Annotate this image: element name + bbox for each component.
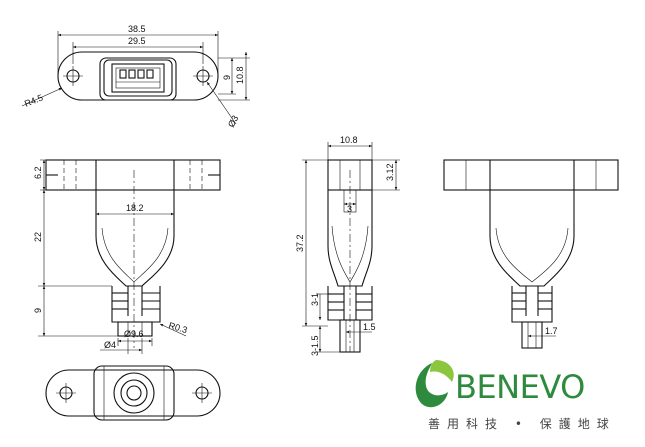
- dim-tail-radius: R0.3: [167, 320, 188, 335]
- top-shell-inner: [103, 59, 173, 97]
- dim-rib-pitch: 3-1: [310, 293, 320, 306]
- benevo-logo: BENEVO 善用科技 • 保護地球: [415, 360, 616, 431]
- dim-hole-spacing: 29.5: [128, 36, 146, 46]
- dim-height-inner: 9: [222, 75, 232, 80]
- right-ribs: [512, 286, 552, 316]
- front-rib-block: [111, 286, 161, 323]
- side-ribs: [328, 286, 372, 320]
- bottom-tail-outer: [113, 372, 155, 414]
- front-ribs: [112, 286, 160, 316]
- right-tail: [521, 321, 543, 349]
- side-tail: [339, 319, 361, 353]
- dim-flange-height: 6.2: [33, 166, 43, 179]
- dim-pin-width: 1.5: [363, 322, 376, 332]
- front-flange: [45, 159, 221, 191]
- front-body-outline: [95, 160, 175, 287]
- top-view: 38.5 29.5 9 10.8 R4.5 Ø3: [21, 24, 250, 129]
- top-shell-outline: [99, 57, 177, 101]
- dim-rib-tail: 3-1.5: [310, 335, 320, 356]
- usb-port-outline: [111, 63, 165, 93]
- dim-body-width: 18.2: [126, 203, 144, 213]
- dim-body-height: 22: [33, 232, 43, 242]
- right-flange: [443, 159, 619, 191]
- bottom-view: [45, 365, 221, 421]
- dim-overall-width: 38.5: [128, 24, 146, 34]
- bottom-tail-mid: [120, 379, 148, 407]
- right-view: 1.7: [443, 159, 619, 349]
- dim-hole-diameter: Ø3: [226, 114, 240, 129]
- dim-side-total: 37.2: [295, 234, 305, 252]
- right-rib-block: [511, 286, 553, 323]
- usb-port-inner: [115, 67, 161, 89]
- dim-height-outer: 10.8: [235, 66, 245, 84]
- dim-pin-width-right: 1.7: [545, 326, 558, 336]
- dim-tail-inner-diameter: Ø4: [104, 340, 116, 350]
- leaf-icon: [415, 360, 454, 408]
- dim-side-slot: 3: [347, 204, 352, 214]
- dim-corner-radius: R4.5: [23, 92, 44, 108]
- side-view: 10.8 3.12 3 37.2 3-1 3-1.5 1.5: [295, 135, 400, 356]
- dim-side-top: 3.12: [385, 163, 395, 181]
- brand-slogan: 善用科技 • 保護地球: [428, 416, 616, 431]
- dim-tail-diameter: Ø9.6: [124, 329, 144, 339]
- bottom-flange-outline: [45, 369, 221, 417]
- bottom-body-outline: [93, 365, 175, 421]
- front-view: 6.2 22 9 18.2 Ø9.6 Ø4 R0.3: [33, 159, 221, 354]
- dim-tail-height: 9: [33, 308, 43, 313]
- dim-side-width: 10.8: [340, 135, 358, 145]
- right-body-outline: [489, 160, 575, 287]
- brand-name: BENEVO: [455, 368, 585, 406]
- usb-pins: [116, 69, 160, 83]
- bottom-tail-inner: [126, 385, 142, 401]
